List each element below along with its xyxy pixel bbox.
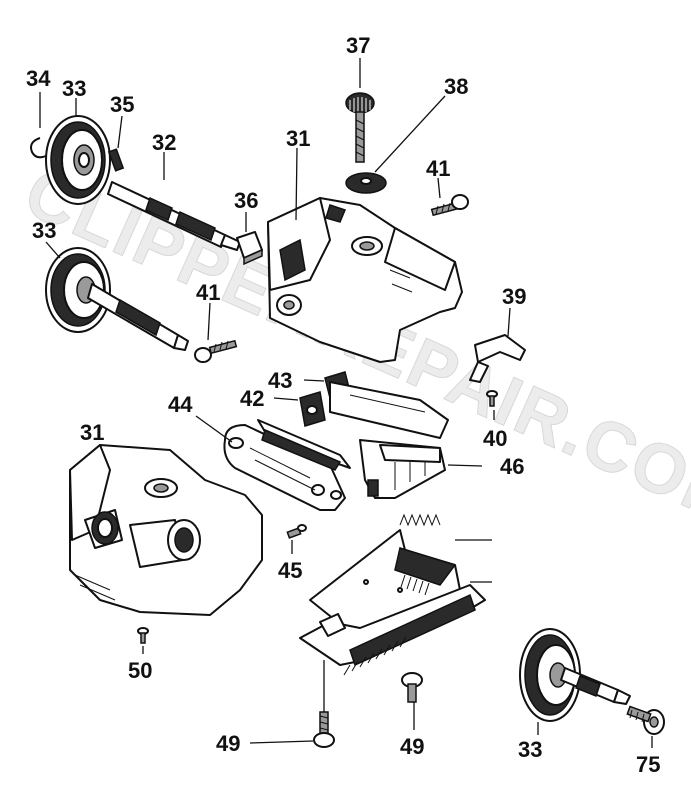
tension-plate-43-part	[324, 371, 449, 439]
label-49-left: 49	[216, 731, 240, 756]
label-31-top: 31	[286, 126, 310, 151]
label-34: 34	[26, 66, 51, 91]
screw-right-part	[430, 194, 469, 217]
label-45: 45	[278, 558, 302, 583]
gear-top-part	[45, 115, 111, 205]
label-50: 50	[128, 658, 152, 683]
label-32: 32	[152, 130, 176, 155]
label-44: 44	[168, 392, 193, 417]
label-33-bottom: 33	[518, 737, 542, 762]
small-screw-45-part	[286, 524, 307, 539]
label-75: 75	[636, 752, 660, 777]
small-screw-40-part	[486, 390, 498, 407]
label-31-bottom: 31	[80, 420, 104, 445]
label-43: 43	[268, 368, 292, 393]
label-35: 35	[110, 92, 134, 117]
blade-screw-left-part	[313, 711, 335, 748]
square-nut-part	[236, 231, 263, 266]
tension-plate-42-part	[299, 391, 326, 427]
callout-labels: 34 33 35 32 33 36 31 37 38 41 41 39 43 4…	[26, 33, 660, 777]
label-36: 36	[234, 188, 258, 213]
small-screw-50-part	[137, 627, 149, 644]
thumb-screw-part	[345, 92, 375, 163]
shaft-upper-part	[107, 181, 241, 251]
label-33-top: 33	[62, 76, 86, 101]
gear-middle-part	[45, 247, 111, 333]
drive-shaft-part	[560, 667, 631, 705]
housing-bottom-part	[69, 444, 263, 616]
label-46: 46	[500, 454, 524, 479]
gear-bottom-part	[519, 628, 581, 722]
blade-holder-part	[359, 439, 446, 499]
housing-top-part	[267, 197, 463, 363]
comb-blade-part	[299, 584, 486, 676]
label-41-left: 41	[196, 280, 220, 305]
label-42: 42	[240, 386, 264, 411]
label-39: 39	[502, 284, 526, 309]
eccentric-screw-part	[626, 705, 665, 735]
washer-part	[345, 172, 387, 194]
pin-part	[107, 148, 125, 172]
bracket-part	[469, 334, 526, 383]
blade-screw-right-part	[401, 672, 423, 703]
label-49-right: 49	[400, 734, 424, 759]
lever-part	[223, 419, 351, 511]
label-40: 40	[483, 426, 507, 451]
screw-left-part	[194, 339, 238, 363]
retaining-clip-part	[30, 137, 47, 159]
label-37: 37	[346, 33, 370, 58]
label-38: 38	[444, 74, 468, 99]
label-41-right: 41	[426, 156, 450, 181]
leader-lines	[39, 58, 653, 748]
label-33-mid: 33	[32, 218, 56, 243]
shaft-lower-part	[87, 283, 189, 351]
